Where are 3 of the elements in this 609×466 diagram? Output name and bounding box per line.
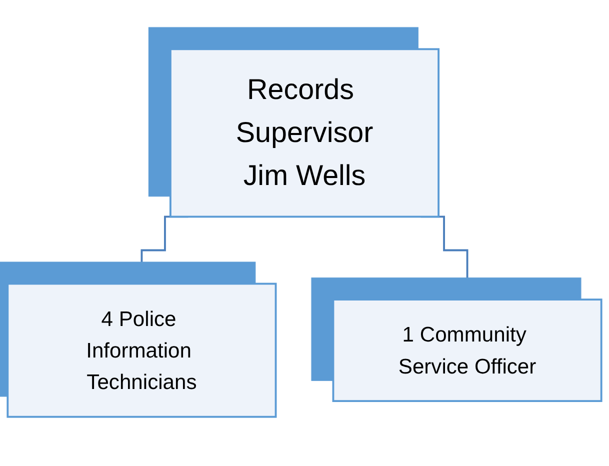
node-box: 4 Police Information Technicians [6, 282, 277, 418]
node-box: Records Supervisor Jim Wells [169, 48, 440, 218]
node-box: 1 Community Service Officer [332, 298, 602, 402]
